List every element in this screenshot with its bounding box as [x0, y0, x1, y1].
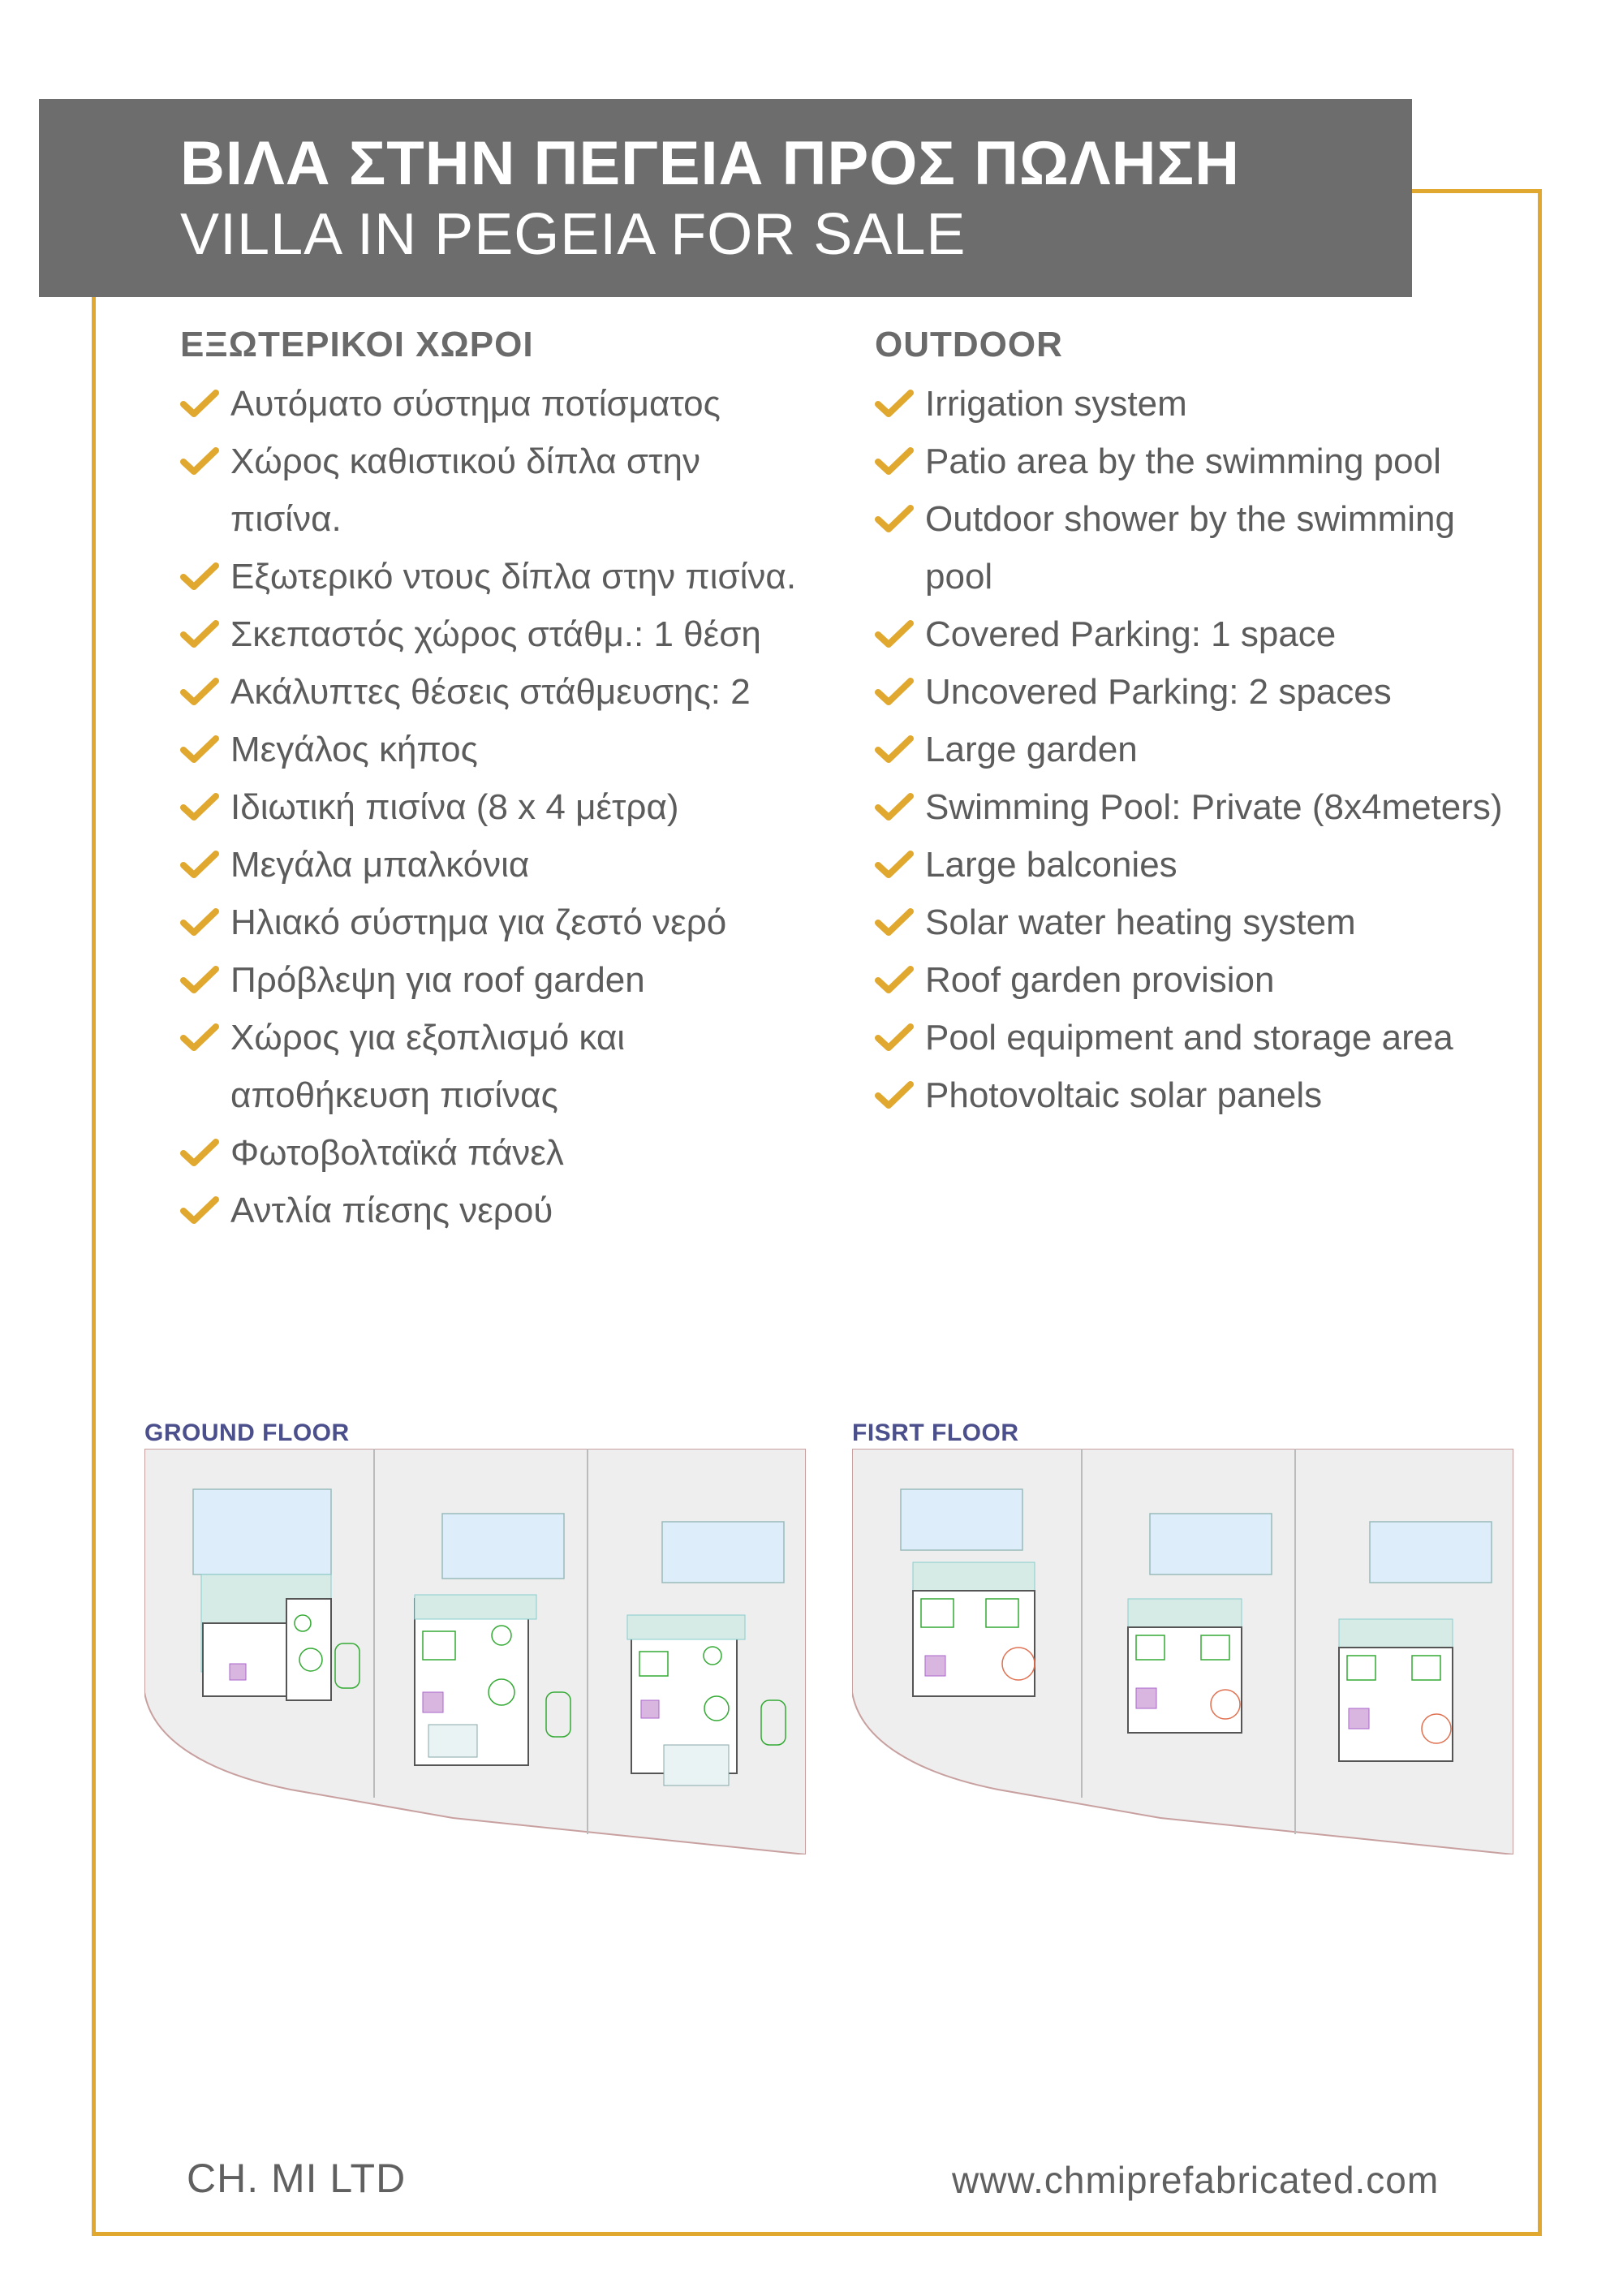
feature-text: Solar water heating system [925, 902, 1356, 942]
feature-item: Ηλιακό σύστημα για ζεστό νερό [180, 894, 797, 951]
feature-text: Outdoor shower by the swimming pool [925, 499, 1455, 597]
title-english: VILLA IN PEGEIA FOR SALE [180, 202, 966, 267]
feature-text: Patio area by the swimming pool [925, 442, 1441, 481]
features-greek-heading: ΕΞΩΤΕΡΙΚΟΙ ΧΩΡΟΙ [180, 325, 534, 364]
feature-text: Μεγάλος κήπος [230, 730, 478, 769]
feature-item: Large garden [875, 721, 1524, 778]
feature-item: Photovoltaic solar panels [875, 1066, 1524, 1124]
checkmark-icon [875, 390, 914, 417]
checkmark-icon [875, 1081, 914, 1109]
feature-item: Pool equipment and storage area [875, 1009, 1524, 1066]
feature-item: Patio area by the swimming pool [875, 433, 1524, 490]
feature-text: Ιδιωτική πισίνα (8 x 4 μέτρα) [230, 787, 679, 827]
feature-text: Αντλία πίεσης νερού [230, 1191, 553, 1230]
feature-item: Σκεπαστός χώρος στάθμ.: 1 θέση [180, 605, 797, 663]
feature-item: Φωτοβολταϊκά πάνελ [180, 1124, 797, 1182]
feature-text: Φωτοβολταϊκά πάνελ [230, 1133, 564, 1173]
feature-text: Πρόβλεψη για roof garden [230, 960, 645, 1000]
feature-item: Irrigation system [875, 375, 1524, 433]
feature-item: Πρόβλεψη για roof garden [180, 951, 797, 1009]
feature-item: Swimming Pool: Private (8x4meters) [875, 778, 1524, 836]
feature-text: Σκεπαστός χώρος στάθμ.: 1 θέση [230, 614, 761, 654]
checkmark-icon [180, 1023, 219, 1051]
checkmark-icon [180, 678, 219, 705]
feature-item: Εξωτερικό ντους δίπλα στην πισίνα. [180, 548, 797, 605]
checkmark-icon [875, 505, 914, 532]
feature-item: Outdoor shower by the swimming pool [875, 490, 1524, 605]
feature-item: Solar water heating system [875, 894, 1524, 951]
first-floor-label: FISRT FLOOR [852, 1419, 1019, 1446]
feature-item: Ιδιωτική πισίνα (8 x 4 μέτρα) [180, 778, 797, 836]
feature-item: Αντλία πίεσης νερού [180, 1182, 797, 1239]
features-greek: ΕΞΩΤΕΡΙΚΟΙ ΧΩΡΟΙ Αυτόματο σύστημα ποτίσμ… [180, 321, 797, 1239]
checkmark-icon [180, 735, 219, 763]
feature-item: Αυτόματο σύστημα ποτίσματος [180, 375, 797, 433]
feature-text: Εξωτερικό ντους δίπλα στην πισίνα. [230, 557, 797, 597]
checkmark-icon [180, 620, 219, 648]
checkmark-icon [875, 447, 914, 475]
feature-item: Μεγάλος κήπος [180, 721, 797, 778]
checkmark-icon [180, 562, 219, 590]
feature-text: Ακάλυπτες θέσεις στάθμευσης: 2 [230, 672, 751, 712]
checkmark-icon [180, 390, 219, 417]
feature-text: Large garden [925, 730, 1138, 769]
checkmark-icon [875, 966, 914, 993]
checkmark-icon [180, 966, 219, 993]
feature-item: Χώρος καθιστικού δίπλα στην πισίνα. [180, 433, 797, 548]
feature-item: Μεγάλα μπαλκόνια [180, 836, 797, 894]
company-name: CH. MI LTD [187, 2156, 407, 2201]
features-english-heading: OUTDOOR [875, 325, 1063, 364]
checkmark-icon [875, 678, 914, 705]
feature-text: Pool equipment and storage area [925, 1018, 1453, 1058]
checkmark-icon [875, 908, 914, 936]
feature-item: Χώρος για εξοπλισμό και αποθήκευση πισίν… [180, 1009, 797, 1124]
feature-item: Ακάλυπτες θέσεις στάθμευσης: 2 [180, 663, 797, 721]
ground-floor-label: GROUND FLOOR [144, 1419, 350, 1446]
checkmark-icon [180, 851, 219, 878]
feature-text: Αυτόματο σύστημα ποτίσματος [230, 384, 721, 424]
feature-item: Large balconies [875, 836, 1524, 894]
checkmark-icon [180, 793, 219, 821]
checkmark-icon [180, 1139, 219, 1166]
feature-text: Χώρος για εξοπλισμό και αποθήκευση πισίν… [230, 1018, 626, 1115]
feature-text: Large balconies [925, 845, 1177, 885]
checkmark-icon [875, 620, 914, 648]
feature-text: Χώρος καθιστικού δίπλα στην πισίνα. [230, 442, 700, 539]
feature-item: Covered Parking: 1 space [875, 605, 1524, 663]
checkmark-icon [180, 1196, 219, 1224]
feature-text: Ηλιακό σύστημα για ζεστό νερό [230, 902, 727, 942]
checkmark-icon [875, 793, 914, 821]
ground-floor-plan [144, 1449, 806, 1854]
feature-text: Irrigation system [925, 384, 1187, 424]
feature-text: Photovoltaic solar panels [925, 1075, 1323, 1115]
feature-text: Covered Parking: 1 space [925, 614, 1337, 654]
checkmark-icon [180, 908, 219, 936]
checkmark-icon [875, 735, 914, 763]
feature-item: Uncovered Parking: 2 spaces [875, 663, 1524, 721]
feature-text: Roof garden provision [925, 960, 1275, 1000]
checkmark-icon [875, 851, 914, 878]
website-link[interactable]: www.chmiprefabricated.com [952, 2159, 1440, 2201]
checkmark-icon [180, 447, 219, 475]
feature-text: Μεγάλα μπαλκόνια [230, 845, 530, 885]
feature-text: Uncovered Parking: 2 spaces [925, 672, 1392, 712]
title-greek: ΒΙΛΑ ΣΤΗΝ ΠΕΓΕΙΑ ΠΡΟΣ ΠΩΛΗΣΗ [180, 129, 1240, 198]
first-floor-plan [852, 1449, 1513, 1854]
checkmark-icon [875, 1023, 914, 1051]
feature-item: Roof garden provision [875, 951, 1524, 1009]
title-band [39, 99, 1412, 297]
feature-text: Swimming Pool: Private (8x4meters) [925, 787, 1503, 827]
